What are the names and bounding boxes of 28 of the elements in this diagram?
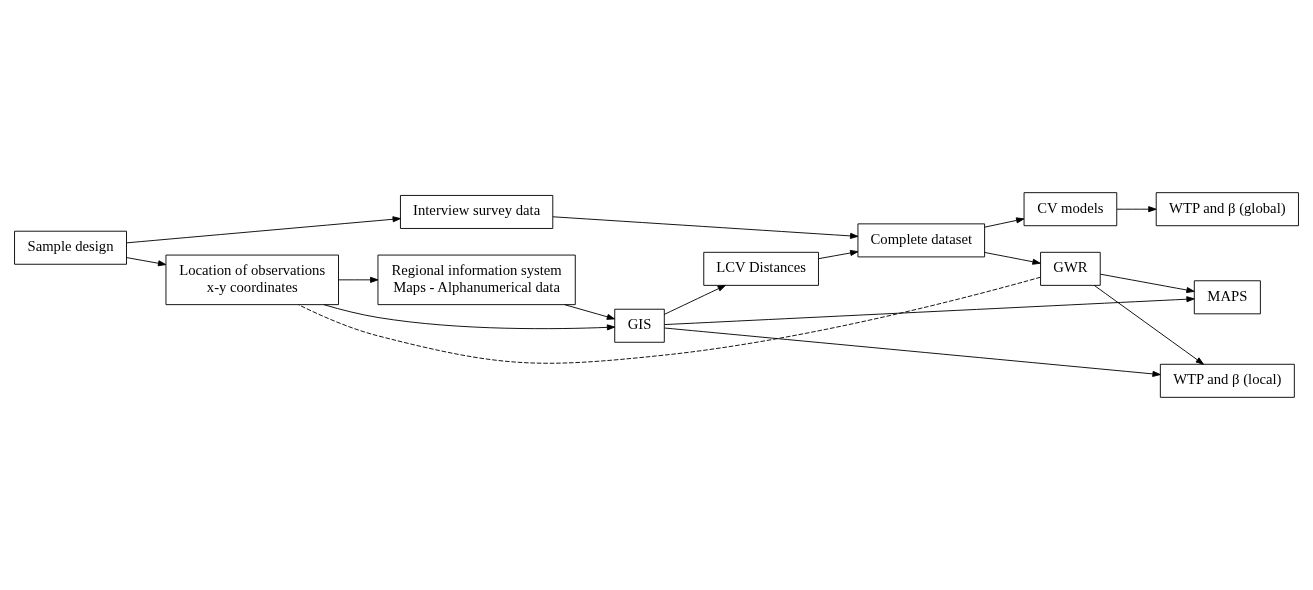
arrow <box>818 249 859 260</box>
arrow <box>664 296 1195 326</box>
arrow <box>664 327 1161 377</box>
node-box: Interview survey data <box>400 194 554 229</box>
arrow <box>1093 284 1204 365</box>
arrow <box>552 216 859 239</box>
connector <box>298 276 1041 364</box>
arrow <box>126 216 401 244</box>
node-box: GWR <box>1040 251 1101 286</box>
node-box: Regional information system Maps - Alphanumerical data <box>377 254 576 306</box>
node-box: Sample design <box>14 230 127 265</box>
arrow <box>984 252 1041 265</box>
arrow <box>984 217 1025 228</box>
arrow <box>1116 206 1157 213</box>
arrow <box>338 276 379 283</box>
node-box: WTP and β (local) <box>1159 363 1295 398</box>
node-box: LCV Distances <box>703 251 819 286</box>
arrow <box>564 304 616 320</box>
arrow <box>323 304 616 331</box>
node-box: CV models <box>1023 192 1118 227</box>
node-box: Complete dataset <box>857 223 986 258</box>
arrow <box>126 257 167 267</box>
arrow <box>1100 273 1195 294</box>
node-box: Location of observations x-y coordinates <box>165 254 339 306</box>
node-box: MAPS <box>1193 280 1261 315</box>
arrow <box>663 284 726 315</box>
node-box: WTP and β (global) <box>1155 192 1299 227</box>
node-box: GIS <box>614 308 665 343</box>
